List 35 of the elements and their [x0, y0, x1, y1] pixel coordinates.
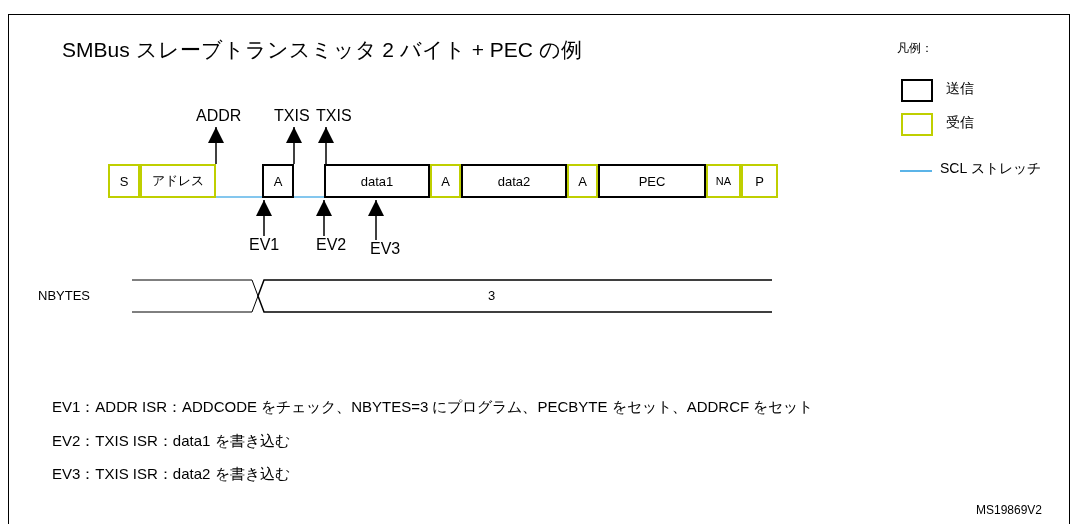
scl-stretch-line: [215, 196, 263, 198]
event-label: TXIS: [274, 107, 310, 125]
transmit-frame: PEC: [598, 164, 706, 198]
legend-heading: 凡例：: [897, 40, 933, 57]
event-arrow: [286, 126, 302, 165]
event-arrow: [208, 126, 224, 165]
receive-frame: P: [741, 164, 778, 198]
receive-frame: A: [567, 164, 598, 198]
legend-text: SCL ストレッチ: [940, 160, 1041, 178]
transmit-frame: data2: [461, 164, 567, 198]
transmit-frame: A: [262, 164, 294, 198]
event-label: TXIS: [316, 107, 352, 125]
register-value: 3: [488, 288, 496, 303]
receive-frame: A: [430, 164, 461, 198]
event-arrow: [318, 126, 334, 165]
event-note: EV2：TXIS ISR：data1 を書き込む: [52, 432, 290, 451]
scl-stretch-line: [293, 196, 325, 198]
receive-frame: アドレス: [140, 164, 216, 198]
event-label: EV1: [249, 236, 280, 254]
signal-name: NBYTES: [38, 288, 90, 303]
figure-id: MS19869V2: [976, 503, 1043, 517]
event-label: EV2: [316, 236, 347, 254]
event-note: EV3：TXIS ISR：data2 を書き込む: [52, 465, 290, 484]
legend-text: 送信: [946, 80, 974, 98]
diagram-title: SMBus スレーブトランスミッタ 2 バイト + PEC の例: [62, 37, 582, 63]
event-arrow: [256, 199, 272, 237]
event-label: ADDR: [196, 107, 242, 125]
event-arrow: [368, 199, 384, 241]
event-arrow: [316, 199, 332, 237]
legend-text: 受信: [946, 114, 974, 132]
event-note: EV1：ADDR ISR：ADDCODE をチェック、NBYTES=3 にプログラム、PECBYTE をセット、ADDRCF をセット: [52, 398, 814, 417]
receive-frame: NA: [706, 164, 741, 198]
transmit-frame: data1: [324, 164, 430, 198]
event-label: EV3: [370, 240, 401, 258]
receive-frame: S: [108, 164, 140, 198]
